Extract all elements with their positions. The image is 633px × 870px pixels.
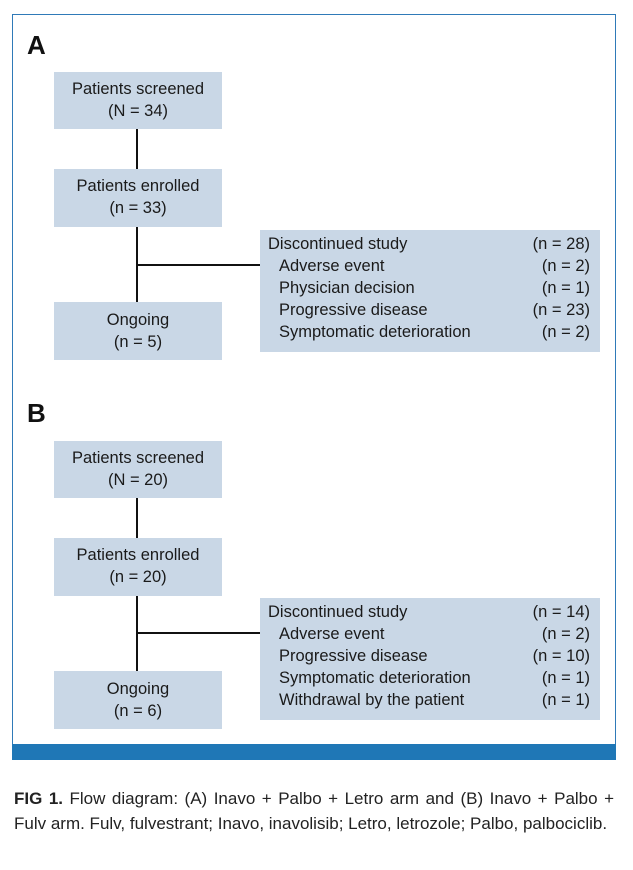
panel-b-screened-title: Patients screened: [71, 449, 205, 467]
panel-a-discontinued-row: Discontinued study (n = 28): [260, 233, 600, 255]
panel-a-enrolled-count: (n = 33): [109, 199, 167, 217]
figure-bottom-bar: [12, 744, 616, 760]
panel-b-discontinued-row: Withdrawal by the patient (n = 1): [260, 689, 600, 711]
panel-b-discontinued-row: Symptomatic deterioration (n = 1): [260, 667, 600, 689]
panel-b-discontinued-box: Discontinued study (n = 14) Adverse even…: [260, 598, 600, 720]
panel-b-reason-value: (n = 1): [541, 669, 590, 687]
panel-a-connector-discontinued: [136, 264, 260, 266]
panel-b-reason-label: Progressive disease: [279, 647, 428, 665]
panel-a-discontinued-box: Discontinued study (n = 28) Adverse even…: [260, 230, 600, 352]
panel-a-label: A: [27, 30, 46, 60]
panel-b-discontinued-row: Discontinued study (n = 14): [260, 601, 600, 623]
caption-lead: FIG 1.: [14, 789, 64, 808]
panel-b-ongoing-box: Ongoing (n = 6): [54, 671, 222, 729]
panel-b-screened-count: (N = 20): [107, 471, 169, 489]
panel-a-screened-box: Patients screened (N = 34): [54, 72, 222, 129]
caption-text: Flow diagram: (A) Inavo + Palbo + Letro …: [14, 789, 615, 833]
panel-b-ongoing-count: (n = 6): [113, 702, 163, 720]
panel-a-reason-value: (n = 2): [541, 257, 590, 275]
panel-b-reason-label: Adverse event: [279, 625, 385, 643]
panel-b-label: B: [27, 398, 46, 428]
panel-a-screened-title: Patients screened: [71, 80, 205, 98]
panel-a-discontinued-row: Adverse event (n = 2): [260, 255, 600, 277]
panel-b-enrolled-box: Patients enrolled (n = 20): [54, 538, 222, 596]
panel-b-reason-value: (n = 10): [532, 647, 590, 665]
panel-a-reason-value: (n = 1): [541, 279, 590, 297]
panel-a-ongoing-box: Ongoing (n = 5): [54, 302, 222, 360]
panel-b-discontinued-row: Progressive disease (n = 10): [260, 645, 600, 667]
panel-b-reason-value: (n = 1): [541, 691, 590, 709]
panel-b-reason-label: Withdrawal by the patient: [279, 691, 465, 709]
panel-a-discontinued-row: Physician decision (n = 1): [260, 277, 600, 299]
panel-a-enrolled-box: Patients enrolled (n = 33): [54, 169, 222, 227]
panel-a-reason-label: Symptomatic deterioration: [279, 323, 471, 341]
panel-a-reason-value: (n = 23): [532, 301, 590, 319]
panel-a-reason-label: Adverse event: [279, 257, 385, 275]
panel-b-connector-discontinued: [136, 632, 260, 634]
panel-a-discontinued-row: Progressive disease (n = 23): [260, 299, 600, 321]
panel-a-discontinued-value: (n = 28): [532, 235, 590, 253]
panel-a-ongoing-count: (n = 5): [113, 333, 163, 351]
panel-a-ongoing-title: Ongoing: [106, 311, 170, 329]
panel-b-screened-box: Patients screened (N = 20): [54, 441, 222, 498]
panel-b-discontinued-row: Adverse event (n = 2): [260, 623, 600, 645]
panel-b-ongoing-title: Ongoing: [106, 680, 170, 698]
panel-a-discontinued-row: Symptomatic deterioration (n = 2): [260, 321, 600, 343]
panel-a-reason-label: Progressive disease: [279, 301, 428, 319]
panel-b-enrolled-count: (n = 20): [109, 568, 167, 586]
panel-a-discontinued-label: Discontinued study: [268, 235, 408, 253]
panel-b-reason-label: Symptomatic deterioration: [279, 669, 471, 687]
panel-a-reason-value: (n = 2): [541, 323, 590, 341]
panel-b-reason-value: (n = 2): [541, 625, 590, 643]
panel-b-connector-screened-enrolled: [136, 498, 138, 538]
panel-b-enrolled-title: Patients enrolled: [76, 546, 200, 564]
panel-b-discontinued-value: (n = 14): [532, 603, 590, 621]
panel-a-reason-label: Physician decision: [279, 279, 415, 297]
panel-a-enrolled-title: Patients enrolled: [76, 177, 200, 195]
panel-a-connector-screened-enrolled: [136, 129, 138, 169]
panel-b-discontinued-label: Discontinued study: [268, 603, 408, 621]
panel-a-screened-count: (N = 34): [107, 102, 169, 120]
figure-caption: FIG 1. Flow diagram: (A) Inavo + Palbo +…: [14, 786, 614, 836]
